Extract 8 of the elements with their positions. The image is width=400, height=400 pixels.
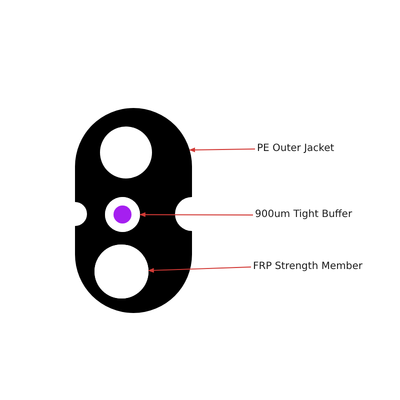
tight-buffer xyxy=(105,197,140,232)
callout-label: 900um Tight Buffer xyxy=(255,209,352,221)
leader-line xyxy=(189,148,256,152)
leader-line xyxy=(139,212,254,217)
cable-jacket xyxy=(75,108,192,313)
callout-label: PE Outer Jacket xyxy=(257,143,334,155)
leader-line xyxy=(148,266,252,273)
callout-label: FRP Strength Member xyxy=(253,261,362,273)
